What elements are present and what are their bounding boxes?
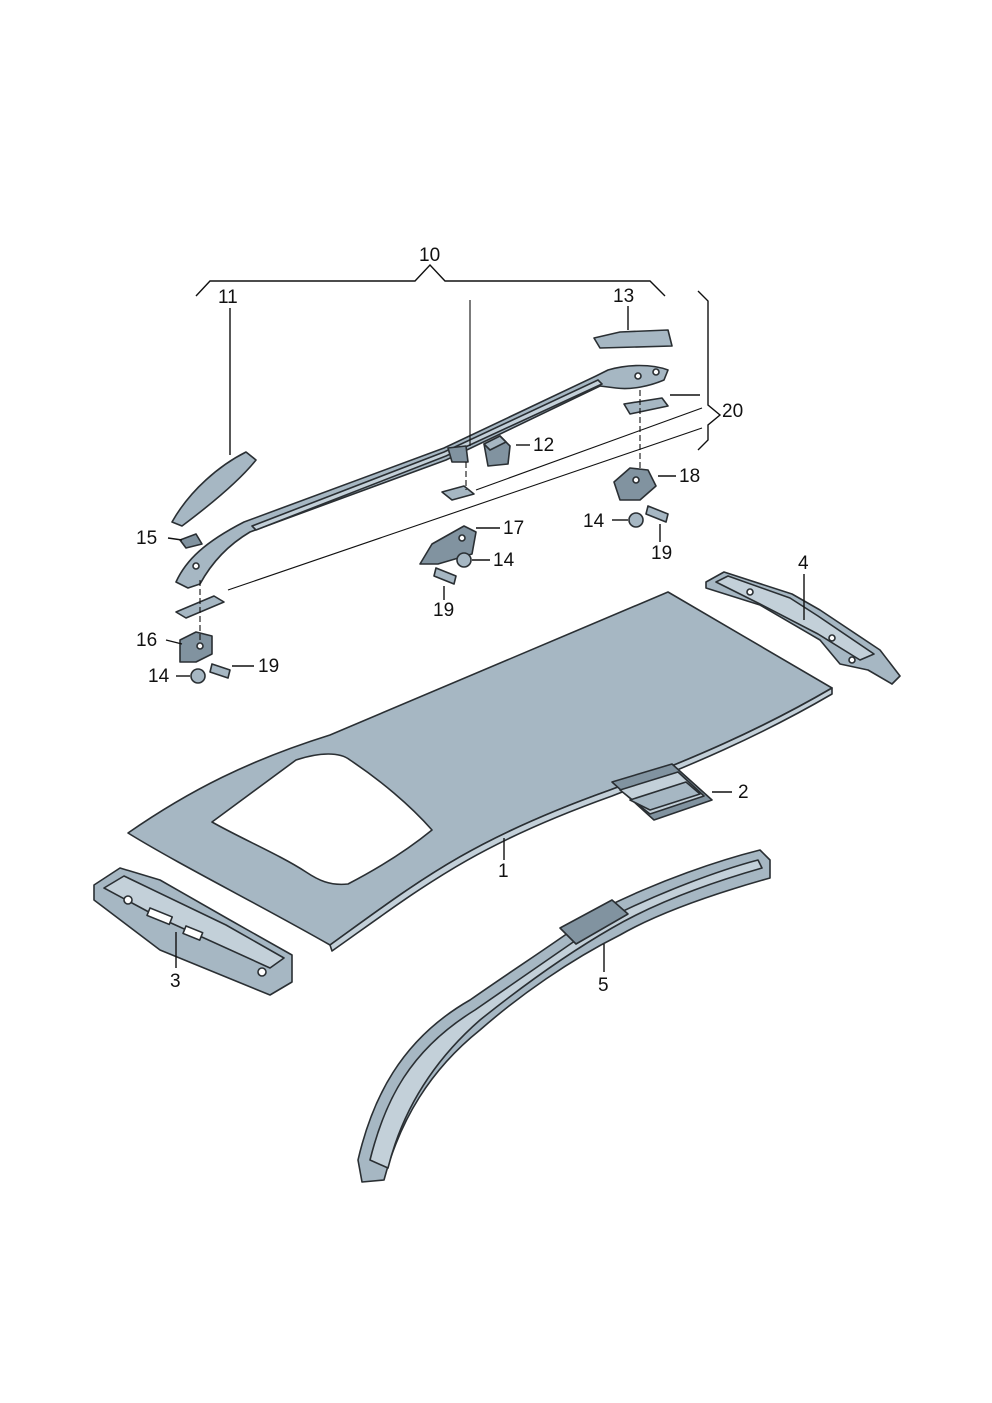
callout-1: 1 <box>498 861 509 882</box>
callout-5: 5 <box>598 975 609 996</box>
callout-19b: 19 <box>433 600 454 621</box>
alignment-lines <box>199 300 703 640</box>
callout-labels: 10 11 13 20 12 18 14 19 17 14 19 15 16 1… <box>136 245 809 996</box>
leader-lines <box>165 306 805 972</box>
callout-18: 18 <box>679 466 700 487</box>
part-16-bracket[interactable] <box>179 631 213 663</box>
part-3-front-cross-member[interactable] <box>93 867 293 996</box>
brace-20 <box>670 290 722 451</box>
callout-20: 20 <box>722 401 743 422</box>
part-14-nuts[interactable] <box>190 512 644 684</box>
callout-4: 4 <box>798 553 809 574</box>
callout-3: 3 <box>170 971 181 992</box>
part-1-roof-panel[interactable] <box>127 591 833 952</box>
callout-2: 2 <box>738 782 749 803</box>
callout-19c: 19 <box>651 543 672 564</box>
part-18-bracket[interactable] <box>613 467 657 501</box>
callout-13: 13 <box>613 286 634 307</box>
part-10-roof-rail[interactable] <box>175 364 669 589</box>
part-20-gaskets[interactable] <box>175 397 669 619</box>
callout-19a: 19 <box>258 656 279 677</box>
part-19-bolts[interactable] <box>209 505 669 679</box>
part-15-clip[interactable] <box>179 533 203 549</box>
callout-16: 16 <box>136 630 157 651</box>
callout-11: 11 <box>218 287 238 308</box>
part-2-strips[interactable] <box>611 763 713 821</box>
part-5-side-roof-rail[interactable] <box>357 849 771 1183</box>
part-13-rail-cover[interactable] <box>593 329 673 349</box>
part-12-block[interactable] <box>483 435 511 467</box>
callout-14b: 14 <box>493 550 515 571</box>
callout-15: 15 <box>136 528 157 549</box>
part-11-rail-cover[interactable] <box>171 451 257 527</box>
callout-14c: 14 <box>583 511 605 532</box>
brace-10 <box>195 263 666 297</box>
callout-17: 17 <box>503 518 524 539</box>
callout-12: 12 <box>533 435 554 456</box>
part-4-rear-cross-member[interactable] <box>705 571 901 685</box>
callout-14a: 14 <box>148 666 170 687</box>
callout-10: 10 <box>419 245 440 266</box>
